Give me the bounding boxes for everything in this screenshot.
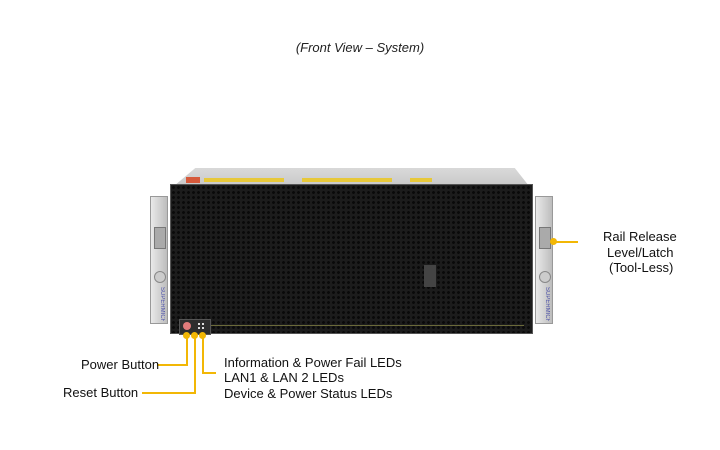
rail-latch-icon[interactable] bbox=[154, 227, 166, 249]
right-rack-ear: SUPERMICRO bbox=[535, 196, 553, 324]
led-indicator bbox=[202, 323, 204, 325]
left-rack-ear: SUPERMICRO bbox=[150, 196, 168, 324]
callout-line-leds bbox=[202, 372, 216, 374]
callout-line-reset bbox=[194, 336, 196, 394]
drive-bay-strip bbox=[179, 325, 524, 326]
power-button-label: Power Button bbox=[81, 357, 160, 372]
callout-dot-power bbox=[183, 332, 190, 339]
caution-label bbox=[410, 178, 432, 182]
rail-latch-icon[interactable] bbox=[539, 227, 551, 249]
panel-tab bbox=[424, 265, 436, 287]
caution-label bbox=[204, 178, 284, 182]
callout-line-rail bbox=[553, 241, 578, 243]
brand-logo: SUPERMICRO bbox=[544, 287, 550, 321]
rail-release-label: (Tool-Less) bbox=[609, 260, 674, 275]
status-leds-label: Device & Power Status LEDs bbox=[224, 386, 393, 401]
rail-release-label: Rail Release bbox=[603, 229, 677, 244]
front-mesh-panel bbox=[170, 184, 533, 335]
thumbscrew-icon bbox=[539, 271, 551, 283]
diagram-title: (Front View – System) bbox=[295, 40, 425, 55]
warning-label bbox=[186, 177, 200, 183]
callout-line-reset bbox=[142, 392, 196, 394]
reset-button-label: Reset Button bbox=[63, 385, 139, 400]
callout-dot-reset bbox=[191, 332, 198, 339]
brand-logo: SUPERMICRO bbox=[159, 287, 165, 321]
power-button[interactable] bbox=[183, 322, 191, 330]
lan-leds-label: LAN1 & LAN 2 LEDs bbox=[224, 370, 344, 385]
callout-line-power bbox=[186, 336, 188, 366]
led-indicator bbox=[202, 327, 204, 329]
led-indicator bbox=[198, 327, 200, 329]
caution-label bbox=[302, 178, 392, 182]
callout-line-power bbox=[157, 364, 188, 366]
callout-line-leds bbox=[202, 336, 204, 374]
info-leds-label: Information & Power Fail LEDs bbox=[224, 355, 402, 370]
chassis-top-cover bbox=[174, 168, 529, 186]
thumbscrew-icon bbox=[154, 271, 166, 283]
led-indicator bbox=[198, 323, 200, 325]
callout-dot-leds bbox=[199, 332, 206, 339]
rail-release-label: Level/Latch bbox=[607, 245, 674, 260]
